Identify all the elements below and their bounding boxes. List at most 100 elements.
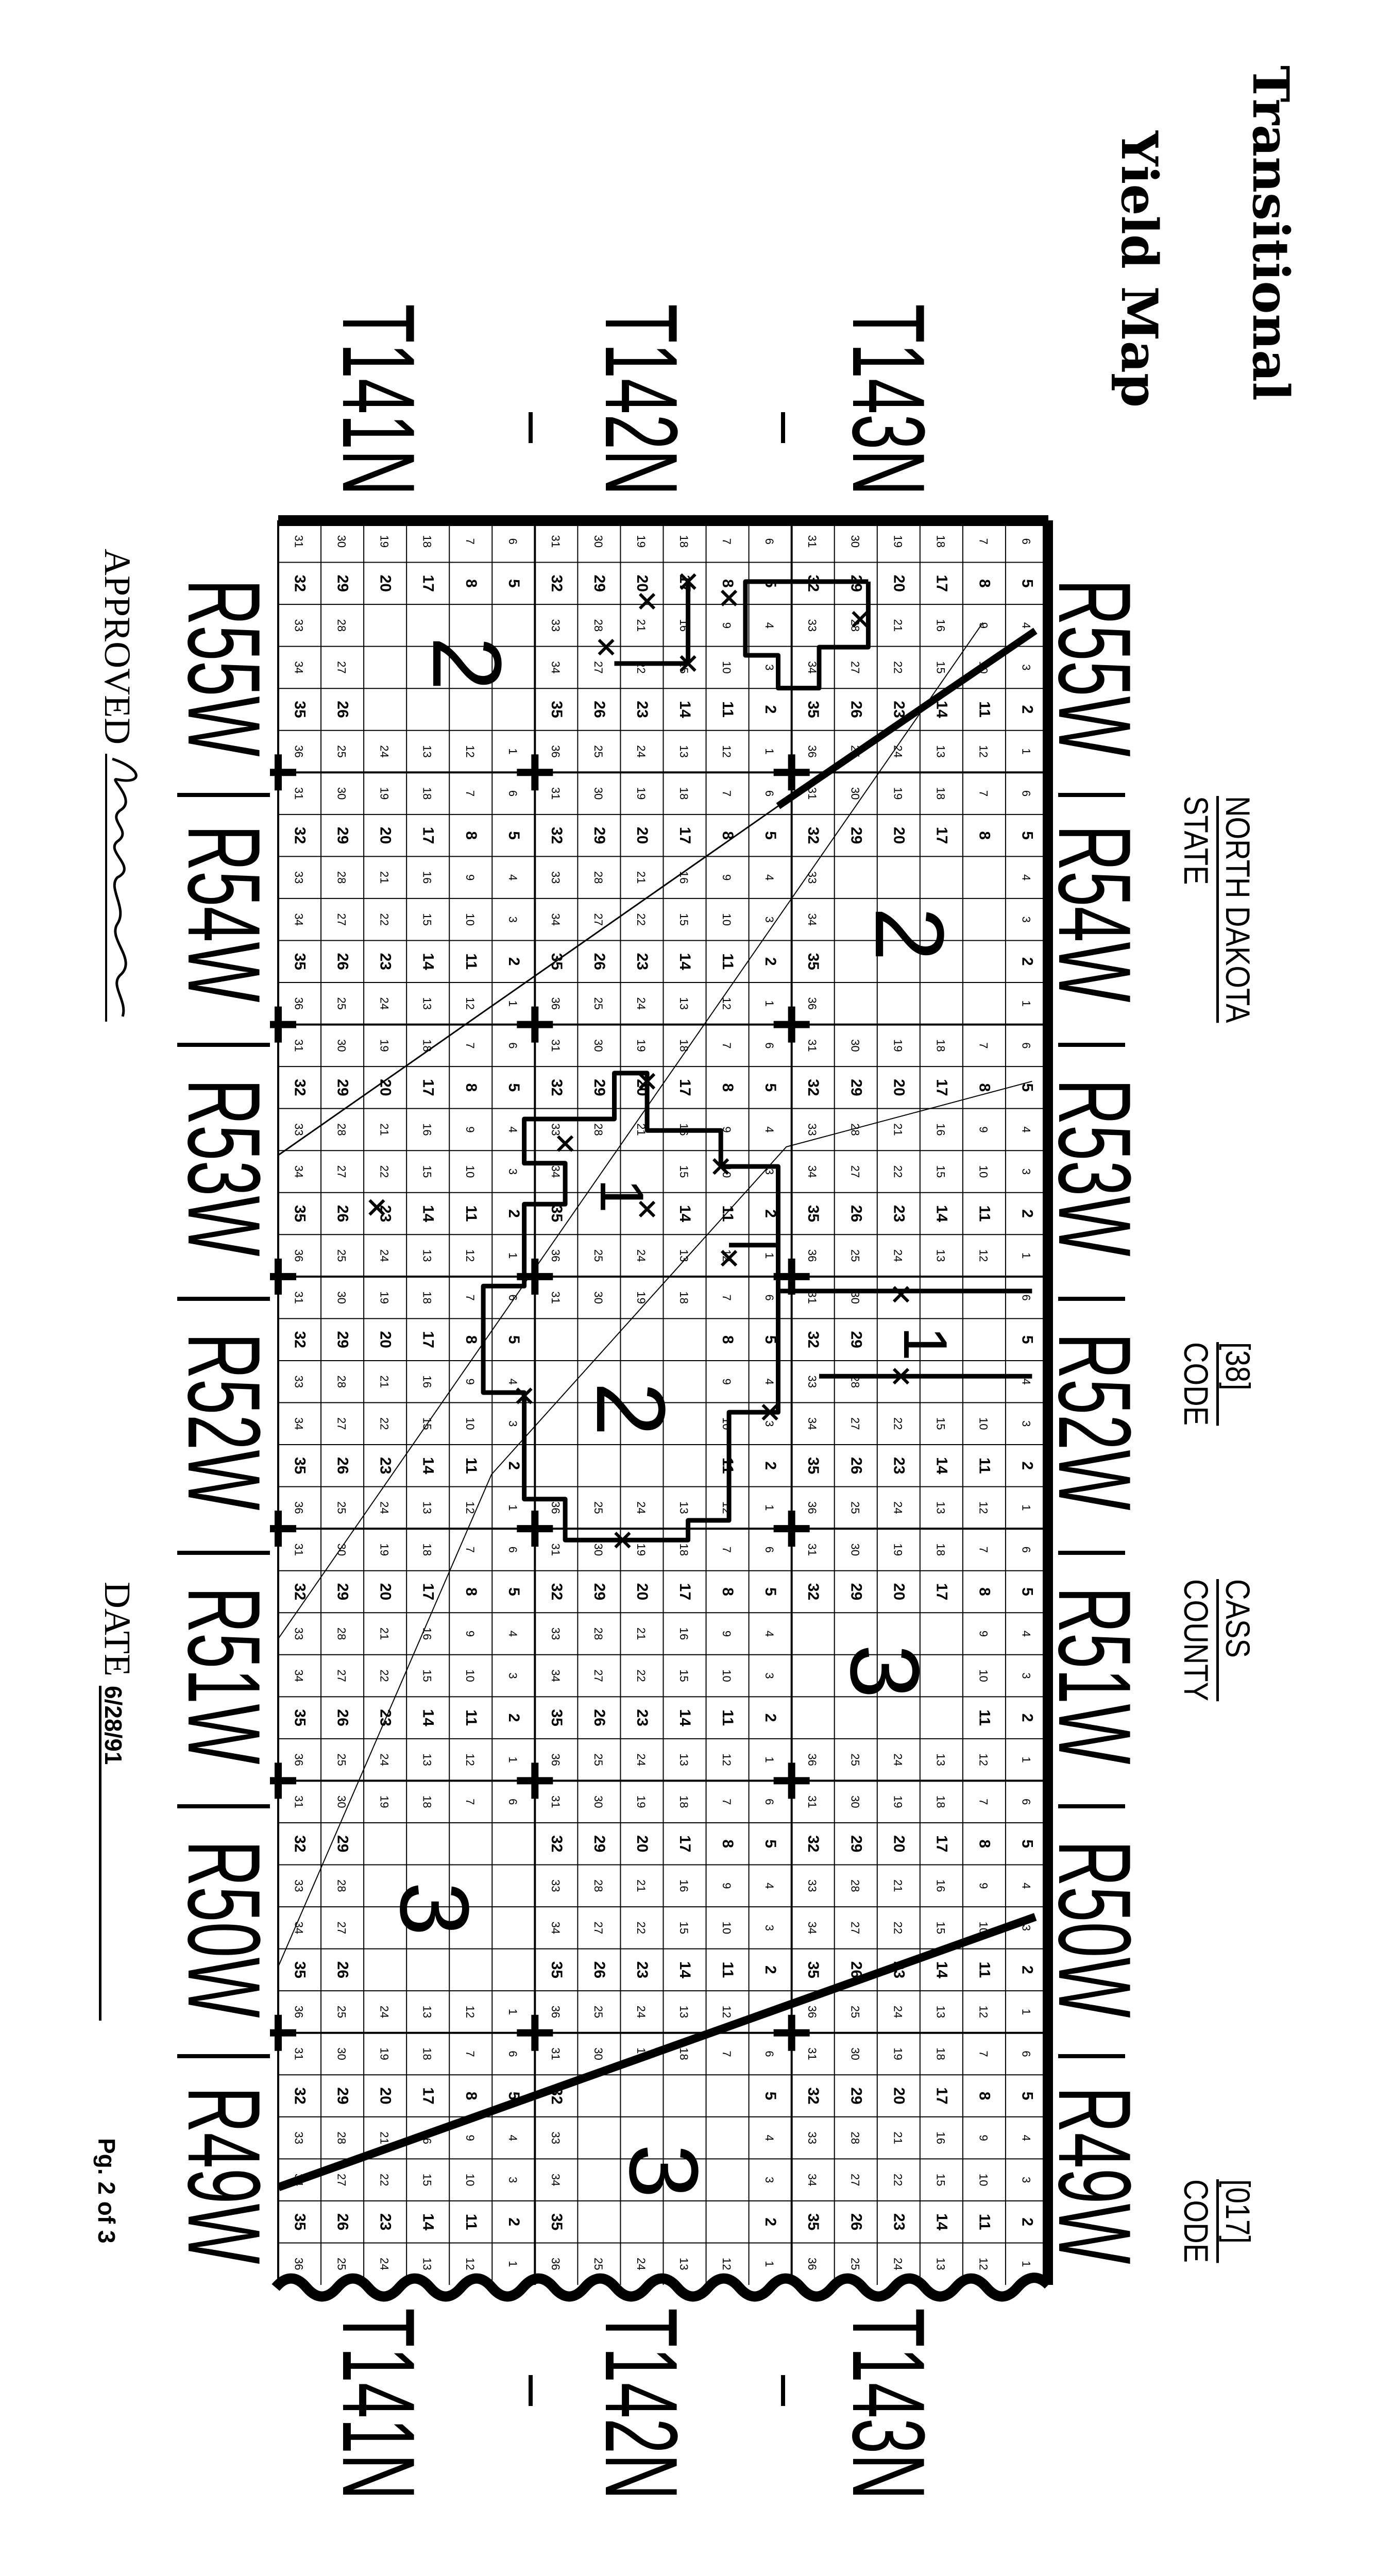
section-number: 35	[805, 1205, 822, 1222]
section-number: 28	[335, 1123, 348, 1136]
section-number: 17	[420, 575, 437, 592]
range-label-bottom: R54W	[166, 825, 281, 1003]
state-code-block: [38] CODE	[1177, 1342, 1257, 1426]
section-number: 12	[720, 1753, 733, 1766]
section-number: 2	[1018, 1461, 1035, 1470]
section-number: 22	[635, 913, 648, 925]
section-number: 12	[464, 1753, 477, 1766]
section-number: 18	[421, 535, 434, 548]
section-number: 31	[293, 787, 305, 800]
section-number: 18	[677, 535, 690, 548]
section-number: 19	[635, 787, 648, 800]
range-divider-tick	[177, 1550, 270, 1555]
section-number: 33	[806, 2131, 819, 2144]
section-number: 18	[677, 1795, 690, 1808]
range-label-top: R51W	[1037, 1587, 1152, 1765]
section-number: 5	[1018, 1335, 1035, 1344]
section-number: 19	[378, 787, 391, 800]
section-number: 10	[464, 2174, 477, 2186]
county-code-label: CODE	[1177, 2179, 1215, 2263]
section-number: 20	[377, 1583, 394, 1600]
section-number: 35	[292, 1961, 309, 1978]
section-number: 30	[335, 1039, 348, 1052]
section-number: 23	[890, 2213, 907, 2230]
section-number: 34	[293, 1417, 305, 1430]
section-number: 14	[676, 701, 693, 718]
section-number: 30	[848, 535, 861, 548]
section-number: 22	[891, 661, 904, 673]
section-number: 2	[505, 1461, 522, 1470]
section-number: 17	[420, 2087, 437, 2104]
section-number: 27	[592, 1922, 605, 1934]
yield-zone-label: 2	[576, 1382, 685, 1436]
section-number: 9	[464, 874, 477, 880]
section-number: 30	[848, 787, 861, 800]
section-number: 26	[847, 701, 864, 718]
county-block: CASS COUNTY	[1177, 1579, 1257, 1701]
section-number: 19	[635, 1291, 648, 1303]
section-number: 15	[934, 1165, 947, 1178]
state-name: NORTH DAKOTA	[1216, 796, 1257, 1023]
road	[278, 622, 983, 1639]
section-number: 30	[848, 1039, 861, 1052]
section-number: 23	[890, 701, 907, 718]
section-number: 3	[1020, 2177, 1032, 2183]
section-number: 9	[720, 1126, 733, 1132]
section-number: 9	[464, 1631, 477, 1637]
section-number: 11	[463, 953, 480, 970]
section-number: 19	[378, 2047, 391, 2060]
section-number: 36	[806, 2258, 819, 2270]
section-number: 35	[292, 1457, 309, 1474]
section-number: 14	[933, 1205, 950, 1223]
section-number: 19	[891, 2047, 904, 2060]
section-number: 31	[806, 1795, 819, 1808]
section-number: 23	[634, 1709, 651, 1726]
section-number: 16	[934, 1123, 947, 1136]
section-number: 28	[335, 871, 348, 884]
section-number: 35	[805, 953, 822, 970]
section-number: 1	[763, 1757, 776, 1763]
section-number: 25	[335, 1753, 348, 1766]
section-number: 3	[763, 1420, 776, 1427]
section-number: 30	[592, 1291, 605, 1303]
section-number: 31	[549, 787, 562, 800]
section-number: 31	[549, 1795, 562, 1808]
range-label-bottom: R52W	[166, 1333, 281, 1511]
section-number: 9	[720, 1379, 733, 1385]
section-number: 6	[1020, 2050, 1032, 2057]
section-number: 21	[378, 1375, 391, 1387]
section-number: 27	[335, 1417, 348, 1430]
section-number: 8	[719, 1839, 736, 1848]
section-number: 30	[848, 1795, 861, 1808]
section-number: 1	[763, 1001, 776, 1007]
section-number: 26	[847, 1457, 864, 1474]
state-label: STATE	[1177, 796, 1215, 885]
section-number: 4	[506, 1631, 519, 1637]
township-corner-cross	[773, 1258, 810, 1295]
section-number: 35	[292, 701, 309, 718]
page-number: Pg. 2 of 3	[93, 2138, 120, 2244]
section-number: 5	[762, 1839, 779, 1848]
section-number: 1	[506, 2261, 519, 2267]
section-number: 22	[891, 1165, 904, 1178]
section-number: 34	[293, 661, 305, 673]
section-number: 33	[293, 1628, 305, 1640]
section-number: 29	[847, 1835, 864, 1852]
section-number: 24	[635, 1249, 648, 1262]
section-number: 27	[592, 1669, 605, 1682]
section-number: 7	[464, 1295, 477, 1301]
section-number: 33	[293, 2131, 305, 2144]
section-number: 17	[676, 827, 693, 844]
section-number: 35	[292, 1205, 309, 1222]
boundary-x-marker	[679, 573, 696, 590]
section-number: 31	[549, 1039, 562, 1052]
section-number: 35	[548, 1961, 565, 1978]
section-number: 26	[334, 2213, 351, 2230]
section-number: 28	[592, 871, 605, 884]
section-number: 22	[635, 1922, 648, 1934]
section-number: 22	[891, 1417, 904, 1430]
section-number: 30	[335, 2047, 348, 2060]
section-number: 33	[549, 2131, 562, 2144]
section-number: 19	[635, 1039, 648, 1052]
section-number: 32	[292, 1835, 309, 1852]
